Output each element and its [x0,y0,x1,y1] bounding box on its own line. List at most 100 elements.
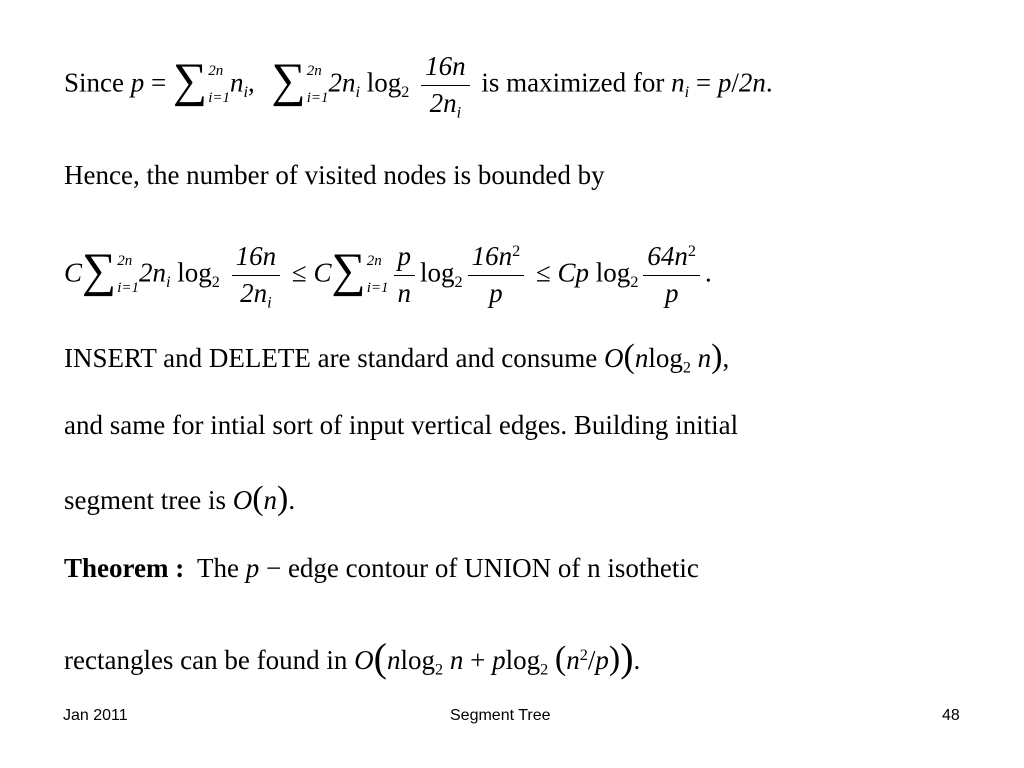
sum-lower: i=1 [306,90,329,107]
log-base: 2 [540,660,549,679]
log-base: 2 [211,273,220,292]
frac-numerator: p [393,241,415,276]
sum-limits: 2n i=1 [307,64,329,106]
log-base: 2 [434,660,444,679]
sum-upper: 2n [306,63,322,80]
text-is-maximized: is maximized for [481,67,665,98]
var-C: C [64,257,83,288]
var-n: n [386,645,401,675]
var-n: n [449,645,464,675]
le-sign: ≤ [529,257,558,288]
term-2n: 2n [328,67,356,98]
right-paren: ) [620,635,634,680]
footer-title: Segment Tree [450,707,551,724]
comma: , [722,343,730,373]
var-p: p [130,67,145,98]
right-paren: ) [608,640,621,677]
sum-upper: 2n [117,253,133,270]
frac-denominator: p [664,277,679,308]
log-base: 2 [454,273,463,292]
same-for-text: and same for intial sort of input vertic… [64,410,739,440]
plus-sign: + [463,645,493,675]
var-n: n [566,645,580,675]
sum-upper: 2n [208,63,224,80]
text-line-insert-delete: INSERT and DELETE are standard and consu… [64,338,730,377]
text-the: The [196,553,239,583]
sum-symbol: ∑ [172,54,208,108]
text-line-same-for: and same for intial sort of input vertic… [64,412,738,439]
exponent: 2 [512,242,521,261]
theorem-label: Theorem : [64,553,185,583]
sub-i: i [267,293,272,312]
log-label: log [595,257,631,288]
period: . [633,645,641,675]
log-base: 2 [630,273,639,292]
slash: / [587,645,596,675]
big-o: O [232,485,253,515]
text-line-hence: Hence, the number of visited nodes is bo… [64,162,605,189]
sum-symbol: ∑ [271,54,306,108]
var-C: C [313,257,332,288]
var-p: p [595,645,609,675]
var-Cp: Cp [557,257,590,288]
frac-numerator: 16n [421,51,470,86]
text-since: Since [64,67,124,98]
equals-sign: = [144,67,173,98]
left-paren: ( [252,480,264,517]
frac-denominator: 2n [429,87,457,118]
insert-delete-text: INSERT and DELETE are standard and consu… [64,343,604,373]
rectangles-text: rectangles can be found in [64,645,355,675]
sum-symbol: ∑ [331,244,366,298]
frac-numerator: 16n [231,241,281,276]
left-paren: ( [373,635,387,680]
exponent: 2 [687,242,696,261]
sum-limits: 2n i=1 [208,64,230,106]
period: . [705,257,712,288]
log-label: log [420,257,455,288]
sum-lower: i=1 [366,280,389,297]
slash: / [731,67,739,98]
left-paren: ( [623,338,635,375]
right-paren: ) [711,338,723,375]
log-base: 2 [401,83,410,102]
var-n: n [697,343,712,373]
frac-numerator: 16n [471,241,513,271]
sum-lower: i=1 [117,280,140,297]
period: . [288,485,296,515]
theorem-line: Theorem : The p − edge contour of UNION … [64,555,699,582]
sum-symbol: ∑ [82,244,117,298]
segment-tree-text: segment tree is [64,485,233,515]
var-p: p [245,553,260,583]
theorem-text: edge contour of UNION of n isothetic [287,553,699,583]
var-n: n [230,67,244,98]
text-line-segment-tree: segment tree is O(n). [64,482,295,516]
sub-i: i [684,83,690,102]
hence-text: Hence, the number of visited nodes is bo… [64,160,605,190]
minus-sign: − [259,553,288,583]
exponent: 2 [579,646,588,665]
period: . [765,67,773,98]
theorem-line-2: rectangles can be found in O(nlog2 n + p… [64,635,641,680]
log-label: log [505,645,541,675]
var-p: p [492,645,506,675]
sub-i: i [243,83,249,102]
frac-numerator: 64n [647,241,688,271]
footer-date: Jan 2011 [63,707,128,724]
frac-denominator: n [397,277,412,308]
sum-limits: 2n i=1 [117,254,139,296]
comma: , [248,67,255,98]
log-base: 2 [682,358,691,377]
big-o: O [354,645,374,675]
sum-lower: i=1 [208,90,230,107]
log-label: log [648,343,683,373]
var-n: n [634,343,649,373]
big-o: O [603,343,624,373]
log-label: log [366,67,402,98]
